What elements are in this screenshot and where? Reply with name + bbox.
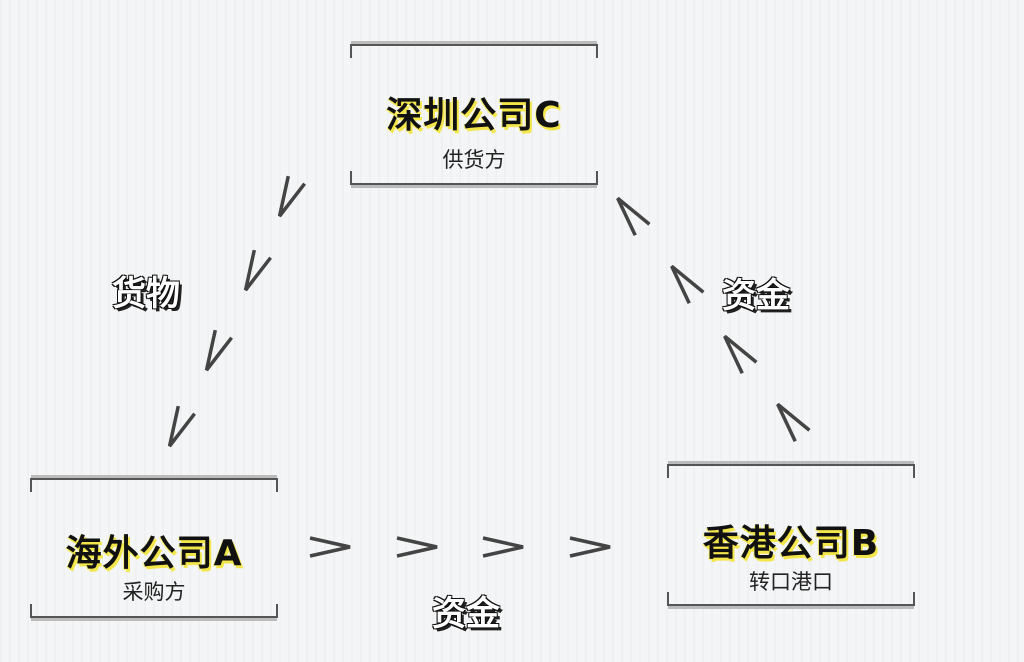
bracket-bottom	[350, 171, 598, 185]
goods-chevron-icon	[243, 249, 272, 292]
funds-up-chevron-icon	[776, 402, 811, 443]
bracket-bottom	[667, 592, 915, 606]
node-role: 转口港口	[749, 570, 833, 594]
node-title: 香港公司B	[702, 523, 880, 564]
node-title: 深圳公司C	[386, 95, 562, 136]
bracket-top	[30, 478, 278, 492]
label-goods: 货物	[112, 274, 180, 314]
funds-right-chevron-icon	[396, 536, 438, 558]
goods-chevron-icon	[277, 175, 306, 218]
node-title: 海外公司A	[65, 533, 243, 574]
node-role: 供货方	[442, 148, 506, 172]
bracket-top	[350, 44, 598, 58]
funds-right-chevron-icon	[569, 536, 611, 558]
goods-chevron-icon	[204, 329, 233, 372]
funds-right-chevron-icon	[482, 536, 524, 558]
funds-up-chevron-icon	[670, 264, 705, 305]
bracket-bottom	[30, 604, 278, 618]
funds-up-chevron-icon	[616, 196, 651, 237]
funds-right-chevron-icon	[309, 536, 351, 558]
node-overseas-a: 海外公司A 采购方	[30, 478, 278, 618]
label-funds-b-to-c: 资金	[722, 276, 790, 316]
goods-chevron-icon	[167, 405, 196, 448]
label-funds-a-to-b: 资金	[432, 594, 500, 634]
node-role: 采购方	[122, 580, 186, 604]
node-shenzhen-c: 深圳公司C 供货方	[350, 44, 598, 185]
bracket-top	[667, 464, 915, 478]
funds-up-chevron-icon	[723, 334, 758, 375]
node-hongkong-b: 香港公司B 转口港口	[667, 464, 915, 606]
